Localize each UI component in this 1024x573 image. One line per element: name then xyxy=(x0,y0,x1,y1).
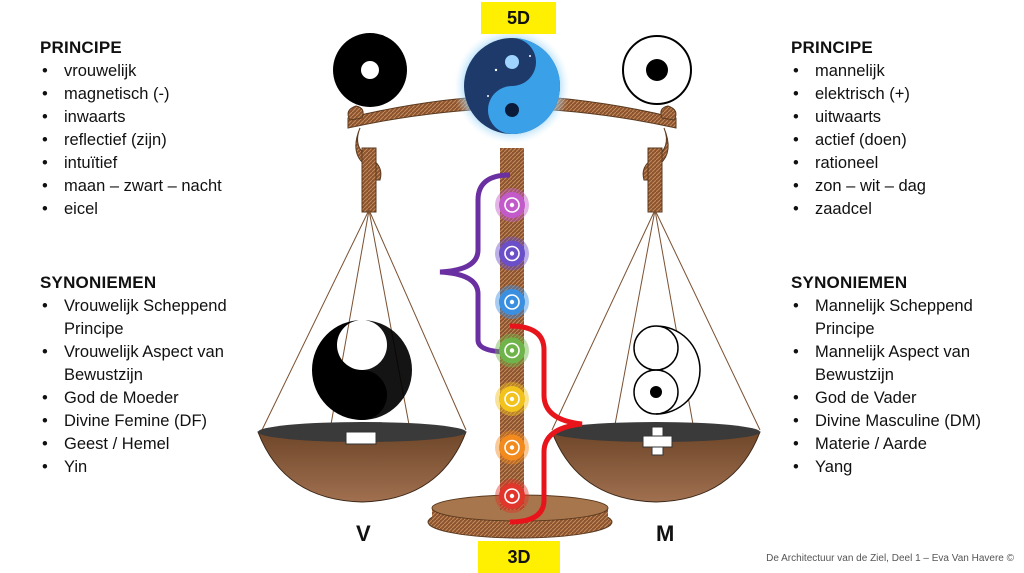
list-item: uitwaarts xyxy=(793,106,1024,129)
list-item: inwaarts xyxy=(42,106,280,129)
list-item: maan – zwart – nacht xyxy=(42,175,280,198)
right-pan-label: M xyxy=(656,521,675,546)
list-item: Mannelijk Scheppend Principe xyxy=(793,295,1024,341)
right-synoniemen-title: SYNONIEMEN xyxy=(791,273,908,292)
minus-sign-icon xyxy=(345,431,377,445)
yang-circle-icon xyxy=(622,35,692,105)
list-item: rationeel xyxy=(793,152,1024,175)
yin-circle-icon xyxy=(333,33,407,107)
lower-brace xyxy=(509,323,583,525)
right-principe-list: mannelijkelektrisch (+)uitwaartsactief (… xyxy=(791,60,1024,221)
plus-sign-icon xyxy=(642,426,673,456)
list-item: Divine Femine (DF) xyxy=(42,410,280,433)
list-item: Divine Masculine (DM) xyxy=(793,410,1024,433)
list-item: vrouwelijk xyxy=(42,60,280,83)
chakra-column xyxy=(495,188,529,513)
list-item: God de Moeder xyxy=(42,387,280,410)
right-principe-section: PRINCIPE mannelijkelektrisch (+)uitwaart… xyxy=(791,38,1024,221)
list-item: elektrisch (+) xyxy=(793,83,1024,106)
upper-brace xyxy=(439,172,511,355)
third-eye-chakra-icon xyxy=(495,236,529,271)
left-synoniemen-list: Vrouwelijk Scheppend PrincipeVrouwelijk … xyxy=(40,295,280,479)
yin-yang-right-icon xyxy=(633,325,701,415)
list-item: Materie / Aarde xyxy=(793,433,1024,456)
list-item: eicel xyxy=(42,198,280,221)
left-synoniemen-title: SYNONIEMEN xyxy=(40,273,157,292)
list-item: actief (doen) xyxy=(793,129,1024,152)
left-synoniemen-section: SYNONIEMEN Vrouwelijk Scheppend Principe… xyxy=(40,273,280,479)
credit-footer: De Architectuur van de Ziel, Deel 1 – Ev… xyxy=(766,553,1014,564)
scale-base xyxy=(427,494,613,539)
list-item: mannelijk xyxy=(793,60,1024,83)
pan-right xyxy=(551,422,761,503)
list-item: Yang xyxy=(793,456,1024,479)
list-item: Vrouwelijk Scheppend Principe xyxy=(42,295,280,341)
right-synoniemen-list: Mannelijk Scheppend PrincipeMannelijk As… xyxy=(791,295,1024,479)
list-item: Yin xyxy=(42,456,280,479)
dimension-tag-5d: 5D xyxy=(481,2,556,34)
list-item: zaadcel xyxy=(793,198,1024,221)
list-item: reflectief (zijn) xyxy=(42,129,280,152)
list-item: Geest / Hemel xyxy=(42,433,280,456)
dimension-tag-3d: 3D xyxy=(478,541,560,573)
right-principe-title: PRINCIPE xyxy=(791,38,873,57)
crown-chakra-icon xyxy=(495,188,529,222)
sacral-chakra-icon xyxy=(495,430,529,465)
left-principe-section: PRINCIPE vrouwelijkmagnetisch (-)inwaart… xyxy=(40,38,280,221)
cosmic-yin-yang-icon xyxy=(454,28,570,144)
right-synoniemen-section: SYNONIEMEN Mannelijk Scheppend PrincipeM… xyxy=(791,273,1024,479)
root-chakra-icon xyxy=(495,479,529,513)
list-item: zon – wit – dag xyxy=(793,175,1024,198)
list-item: God de Vader xyxy=(793,387,1024,410)
left-principe-title: PRINCIPE xyxy=(40,38,122,57)
list-item: magnetisch (-) xyxy=(42,83,280,106)
solar-plexus-chakra-icon xyxy=(495,382,529,416)
list-item: Vrouwelijk Aspect van Bewustzijn xyxy=(42,341,280,387)
throat-chakra-icon xyxy=(495,285,529,319)
list-item: Mannelijk Aspect van Bewustzijn xyxy=(793,341,1024,387)
yin-yang-left-icon xyxy=(312,320,412,420)
left-principe-list: vrouwelijkmagnetisch (-)inwaartsreflecti… xyxy=(40,60,280,221)
list-item: intuïtief xyxy=(42,152,280,175)
left-pan-label: V xyxy=(356,521,371,546)
heart-chakra-icon xyxy=(495,333,529,368)
hanger-right xyxy=(551,147,761,431)
